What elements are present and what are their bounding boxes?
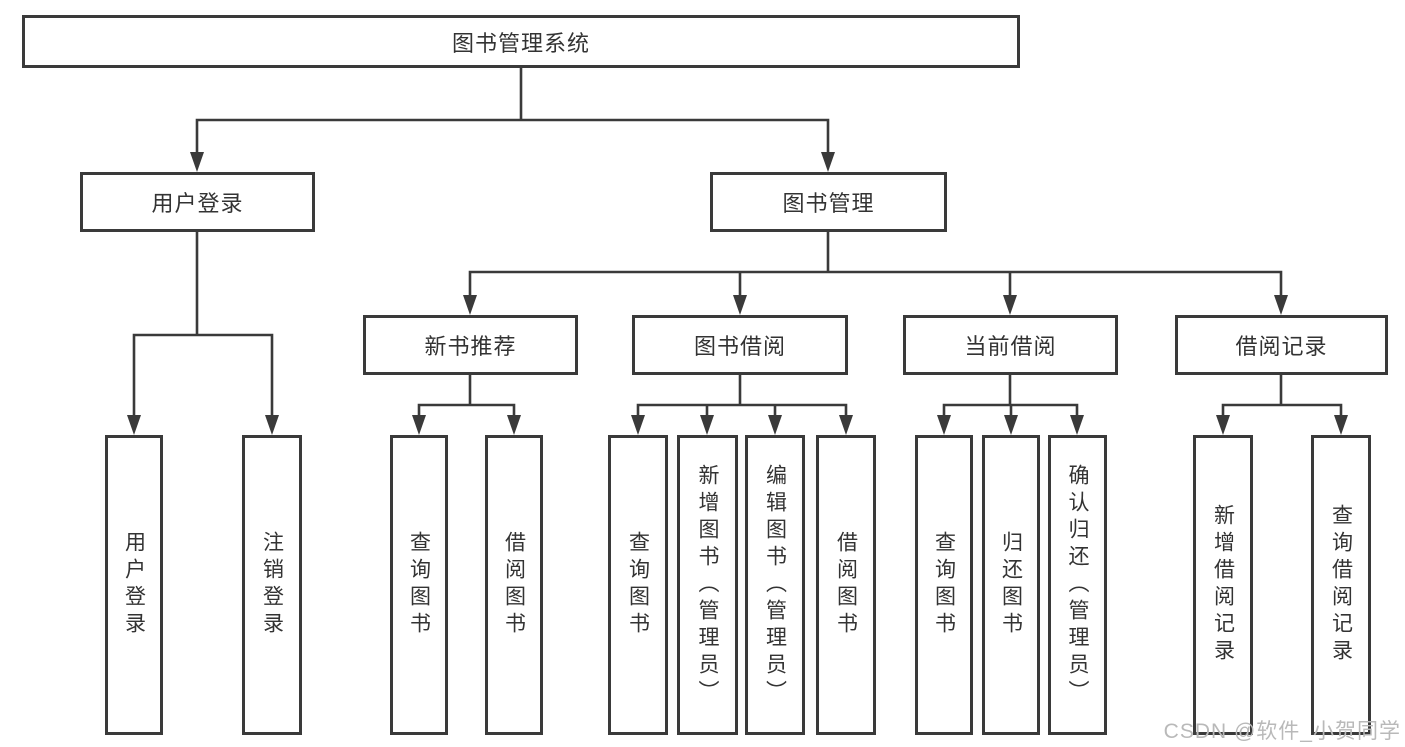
node-current-borrowing: 当前借阅 xyxy=(903,315,1118,375)
leaf-label: 确认归还（管理员） xyxy=(1066,463,1089,707)
leaf-query-borrow-record: 查询借阅记录 xyxy=(1311,435,1371,735)
node-book-management-label: 图书管理 xyxy=(782,191,875,216)
node-book-management: 图书管理 xyxy=(710,172,947,232)
leaf-query-books-1: 查询图书 xyxy=(390,435,448,735)
node-borrowing-records: 借阅记录 xyxy=(1175,315,1388,375)
node-current-borrowing-label: 当前借阅 xyxy=(964,334,1057,359)
leaf-label: 查询图书 xyxy=(626,531,650,639)
leaf-label: 查询图书 xyxy=(932,531,956,639)
leaf-borrow-books-2: 借阅图书 xyxy=(816,435,876,735)
node-root-label: 图书管理系统 xyxy=(451,30,590,56)
leaf-query-books-3: 查询图书 xyxy=(915,435,973,735)
leaf-add-borrow-record: 新增借阅记录 xyxy=(1193,435,1253,735)
node-new-book-recommend-label: 新书推荐 xyxy=(424,334,517,359)
leaf-label: 用户登录 xyxy=(122,531,146,639)
node-root: 图书管理系统 xyxy=(22,15,1020,68)
node-book-borrowing: 图书借阅 xyxy=(632,315,848,375)
leaf-label: 查询借阅记录 xyxy=(1329,504,1353,666)
leaf-label: 借阅图书 xyxy=(502,531,526,639)
leaf-label: 注销登录 xyxy=(260,531,284,639)
node-book-borrowing-label: 图书借阅 xyxy=(693,334,786,359)
leaf-label: 查询图书 xyxy=(407,531,431,639)
leaf-query-books-2: 查询图书 xyxy=(608,435,668,735)
leaf-logout: 注销登录 xyxy=(242,435,302,735)
node-user-login: 用户登录 xyxy=(80,172,315,232)
watermark: CSDN @软件_小贺同学 xyxy=(1163,720,1401,743)
leaf-confirm-return-admin: 确认归还（管理员） xyxy=(1048,435,1107,735)
node-borrowing-records-label: 借阅记录 xyxy=(1235,334,1328,359)
leaf-edit-books-admin: 编辑图书（管理员） xyxy=(745,435,805,735)
leaf-user-login: 用户登录 xyxy=(105,435,163,735)
node-new-book-recommend: 新书推荐 xyxy=(363,315,578,375)
leaf-label: 新增借阅记录 xyxy=(1211,504,1235,666)
node-user-login-label: 用户登录 xyxy=(151,191,244,216)
leaf-label: 新增图书（管理员） xyxy=(696,463,719,707)
leaf-return-books: 归还图书 xyxy=(982,435,1040,735)
leaf-label: 编辑图书（管理员） xyxy=(763,463,787,707)
leaf-add-books-admin: 新增图书（管理员） xyxy=(677,435,738,735)
leaf-label: 归还图书 xyxy=(999,531,1023,639)
leaf-borrow-books-1: 借阅图书 xyxy=(485,435,543,735)
leaf-label: 借阅图书 xyxy=(834,531,858,639)
